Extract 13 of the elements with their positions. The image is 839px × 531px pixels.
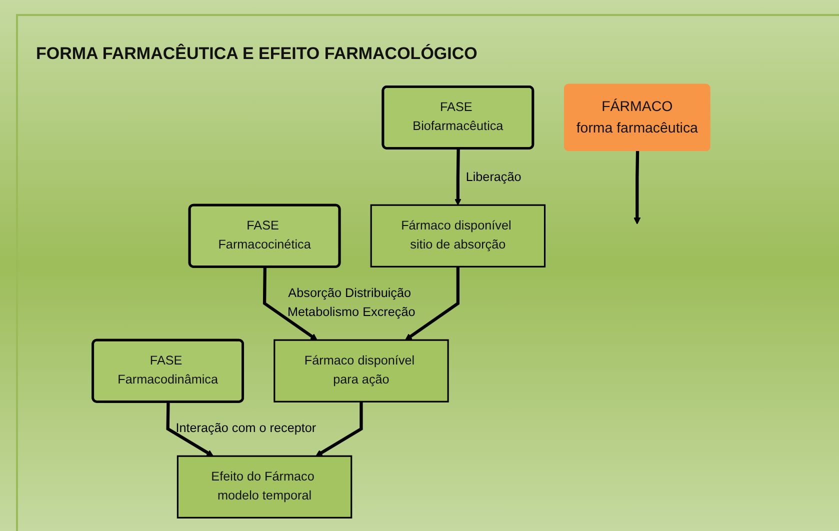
edge-label: Interação com o receptor	[176, 422, 316, 436]
arrow	[166, 402, 214, 456]
arrow	[454, 148, 462, 206]
node-box: Efeito do Fármaco modelo temporal	[176, 455, 352, 518]
node-box: Fármaco disponível para ação	[274, 339, 449, 402]
arrow	[262, 267, 318, 340]
node-box: Fármaco disponível sitio de absorção	[370, 204, 546, 268]
edge-label: Liberação	[466, 170, 522, 184]
edge-label: Absorção Distribuição Metabolismo Excreção	[287, 286, 416, 320]
arrow	[634, 151, 641, 224]
arrow	[316, 402, 363, 456]
arrow	[405, 266, 460, 340]
diagram-title: FORMA FARMACÊUTICA E EFEITO FARMACOLÓGICO	[36, 44, 478, 64]
